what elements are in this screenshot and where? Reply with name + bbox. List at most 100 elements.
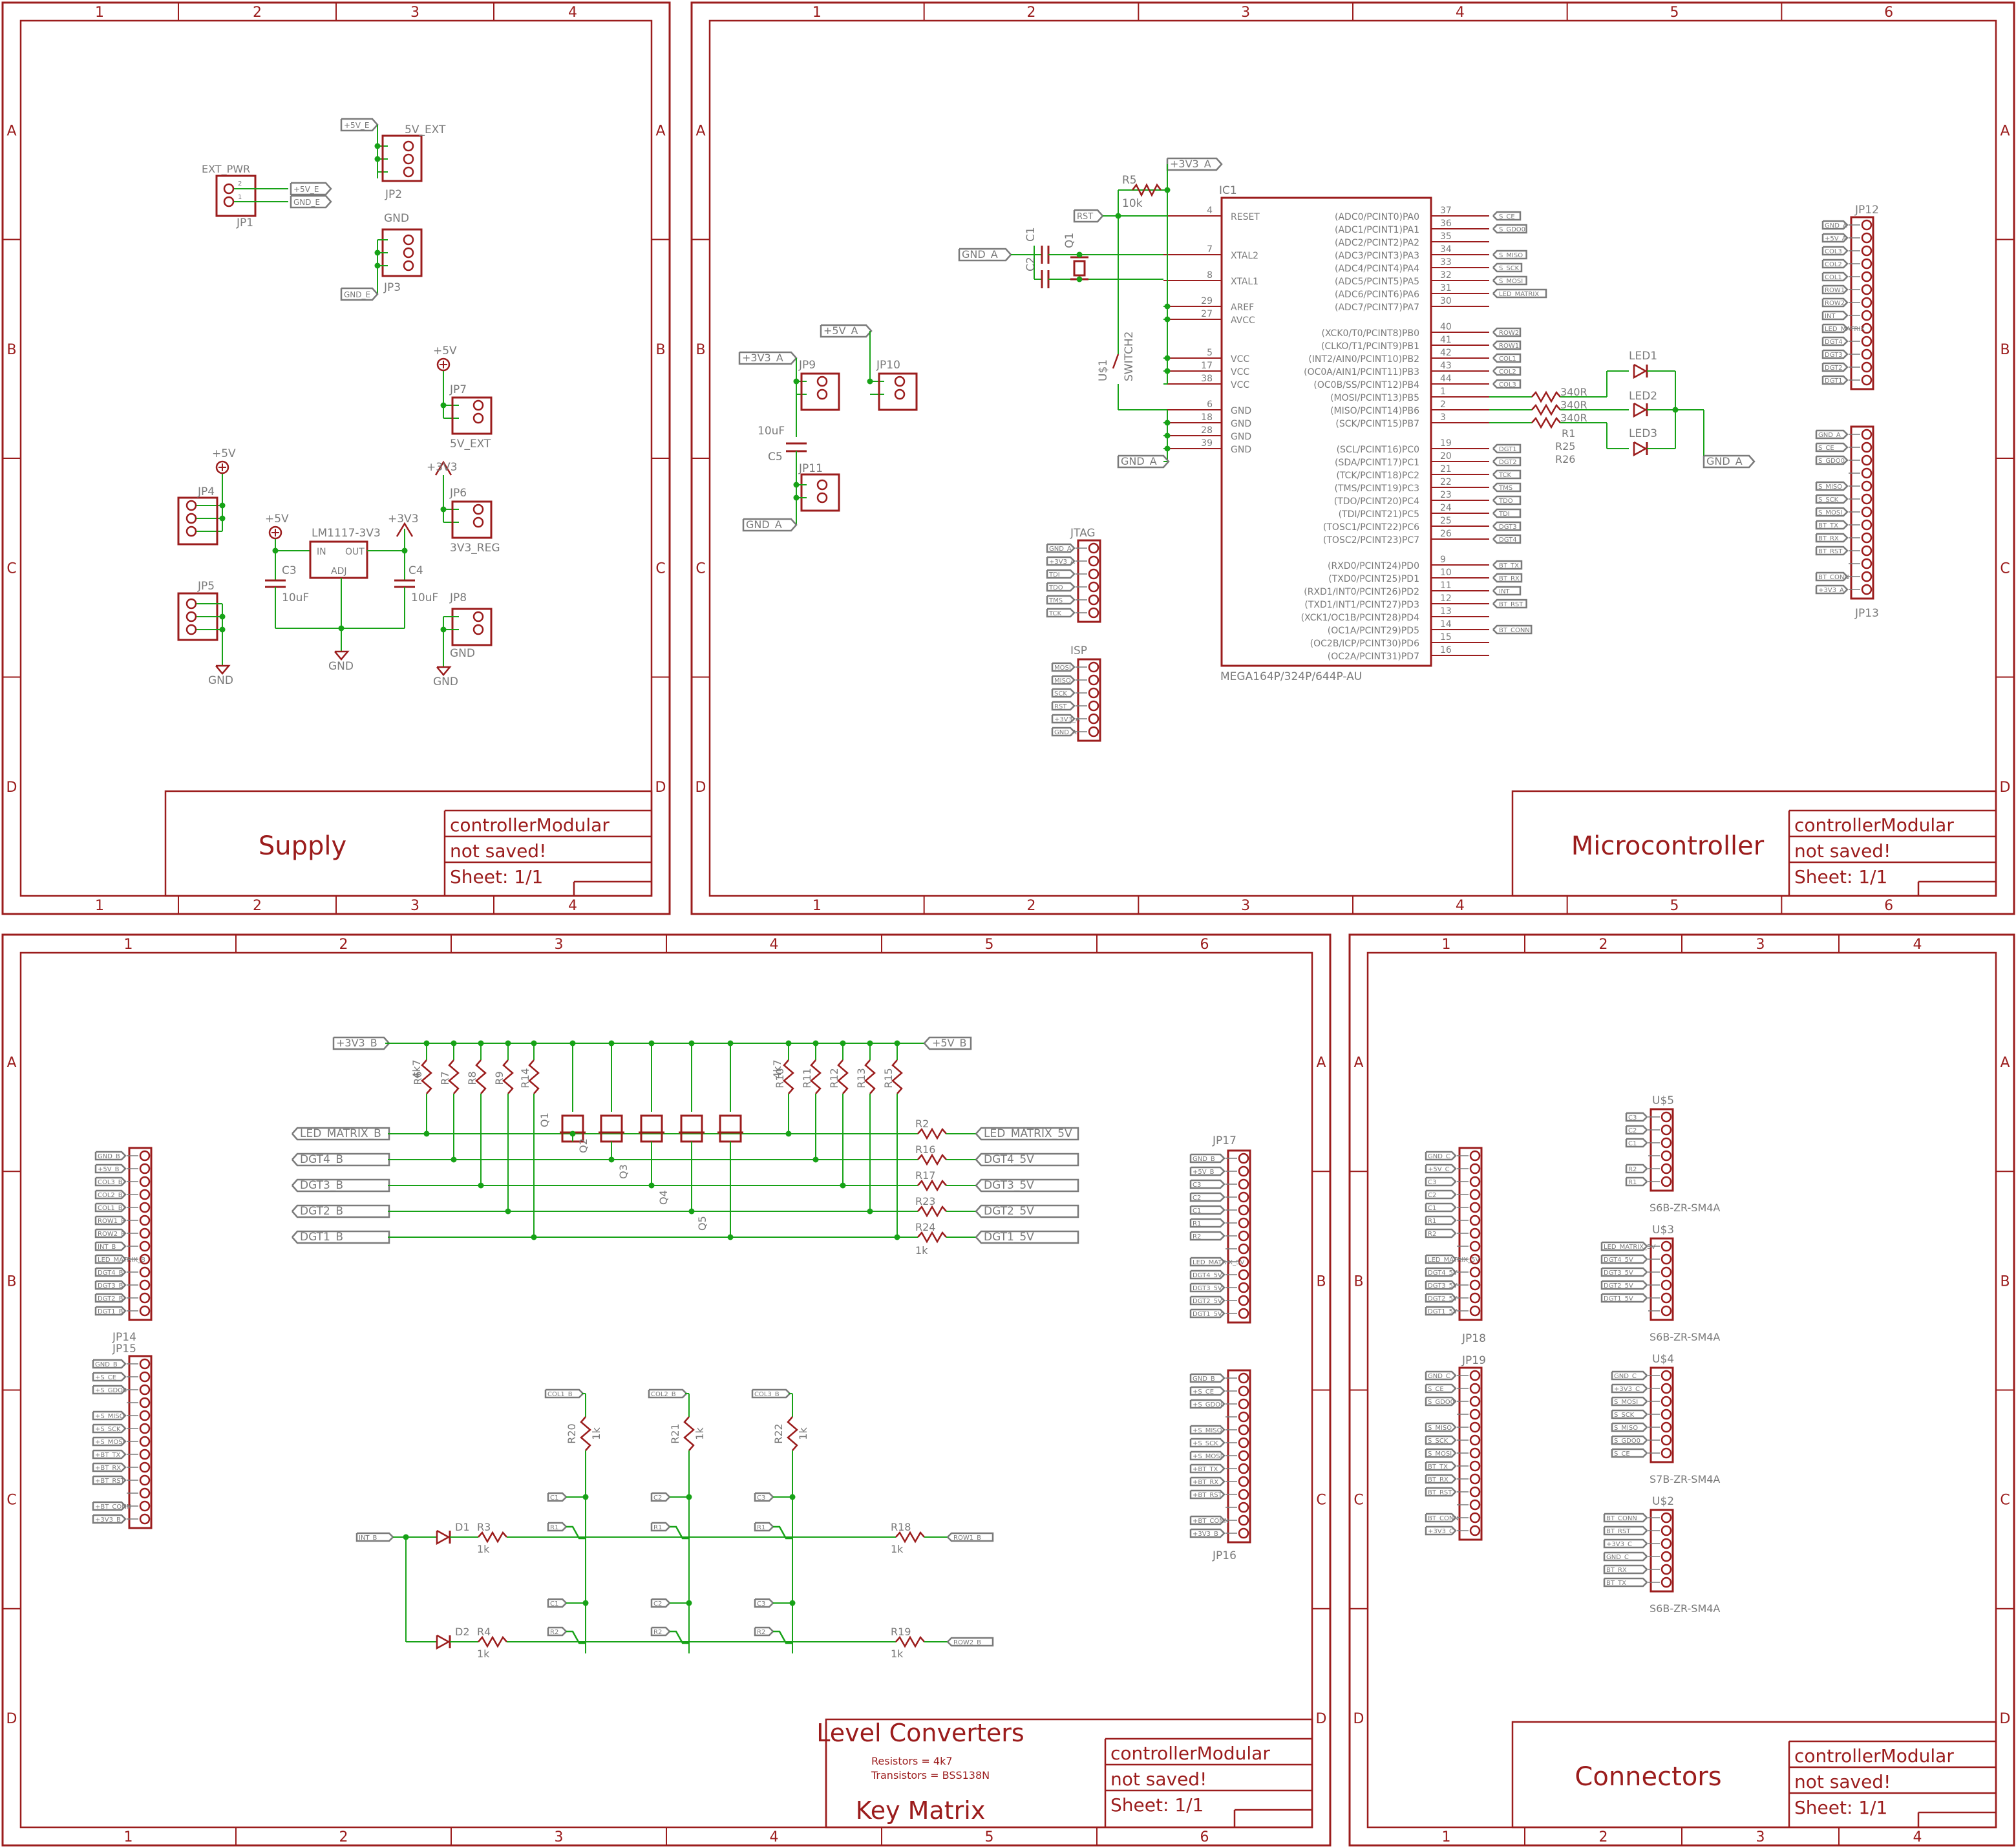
ic-pin-num: 5 [1207, 348, 1213, 358]
header-pin [1661, 1408, 1672, 1420]
junction-dot [894, 1040, 900, 1046]
net-5v-e-text: +5V_E [293, 185, 319, 194]
net-label-small [1492, 624, 1533, 635]
frame-col-number: 2 [1027, 898, 1036, 914]
header-pin [1661, 1525, 1672, 1536]
label: U$2 [1652, 1495, 1674, 1508]
net-label-small-text: LED_MATRIX [1499, 291, 1539, 298]
header-pin [1088, 607, 1099, 619]
net-label-small-text: C2 [653, 1494, 662, 1502]
net-label-small [94, 1228, 127, 1238]
net-label-small-text: C1 [1628, 1140, 1637, 1147]
net-label-small [1189, 1166, 1226, 1176]
supply-3v3-arrow [434, 460, 452, 476]
net-label-small-text: ROW2_B [98, 1231, 125, 1238]
header-pin [1469, 1460, 1481, 1472]
header-pin [139, 1266, 151, 1278]
label: JP11 [798, 462, 823, 475]
net-label-small-text: C3 [1428, 1179, 1436, 1186]
jp16-header [1227, 1369, 1251, 1544]
net-label-small [1189, 1386, 1226, 1396]
pin-circle [403, 166, 414, 178]
isp-header [1077, 658, 1101, 742]
header-pin [1238, 1527, 1249, 1539]
ic-pin-name: (MOSI/PCINT13)PB5 [1330, 393, 1419, 403]
mcu-ic-body [1220, 196, 1432, 667]
title-note: Transistors = BSS138N [871, 1769, 990, 1781]
label: 1k [891, 1648, 904, 1660]
header-pin [1861, 467, 1873, 479]
frame-col-number: 6 [1884, 898, 1893, 914]
net-label-small-text: C3 [1628, 1114, 1637, 1121]
jp12-header [1850, 216, 1874, 390]
key-switch [773, 1630, 792, 1644]
net-label-small-text: DGT2 [1825, 365, 1843, 372]
net-label-small [94, 1163, 127, 1174]
net-label-small [1492, 327, 1522, 337]
net-label-small [650, 1626, 671, 1637]
header-pin [1661, 1253, 1672, 1265]
header-pin [1238, 1178, 1249, 1190]
net-label-small [1821, 271, 1849, 282]
net-label-small-text: +BT_TX [95, 1452, 120, 1459]
label: LM1117-3V3 [312, 527, 381, 540]
title-save-state: not saved! [1794, 1771, 1891, 1792]
frame-row-letter: A [2000, 123, 2010, 139]
header-pin [1469, 1253, 1481, 1265]
net-label-small [1189, 1373, 1226, 1383]
net-label-small-text: +S_CE [95, 1374, 116, 1381]
label: IN [317, 547, 326, 557]
net-right-text: DGT4_5V [984, 1153, 1034, 1166]
net-label-small-text: DGT1 [1499, 446, 1517, 453]
header-pin [1661, 1124, 1672, 1136]
header-pin [1861, 361, 1873, 373]
frame-row-letter: A [6, 1055, 16, 1071]
ic-pin-name: VCC [1231, 354, 1249, 365]
resistor-col [787, 1416, 798, 1451]
res-ref: R15 [882, 1068, 895, 1088]
label: C3 [282, 564, 297, 577]
label: R24 [915, 1221, 935, 1233]
net-label-small [1046, 556, 1076, 566]
net-label-small-text: R2 [1193, 1233, 1201, 1240]
frame-row-letter: C [6, 1492, 16, 1509]
net-label-small-text: DGT3_5V [1193, 1285, 1222, 1292]
net-label-small [94, 1241, 127, 1251]
header-pin [1661, 1447, 1672, 1459]
net-label-small [1600, 1280, 1648, 1290]
ic-pin-num: 24 [1440, 503, 1452, 513]
net-label-small [94, 1306, 127, 1316]
frame-row-letter: B [655, 342, 665, 358]
frame-row-letter: B [1316, 1273, 1326, 1290]
net-label-small [1625, 1138, 1648, 1148]
ic-pin-num: 9 [1440, 555, 1446, 565]
u3-connector [1650, 1237, 1674, 1321]
net-label-small-text: TDO [1498, 498, 1513, 505]
pin-circle [472, 516, 484, 528]
header-pin [1238, 1204, 1249, 1216]
sheet-title-level: Level Converters [816, 1719, 1024, 1747]
net-label-small [94, 1202, 127, 1213]
resistor-pullup [810, 1059, 822, 1094]
header-pin [1238, 1191, 1249, 1203]
led-diode [1633, 402, 1648, 418]
ic-pin-name: (TCK/PCINT18)PC2 [1336, 471, 1419, 481]
ic-pin-num: 10 [1440, 568, 1452, 578]
net-label-small-text: DGT2_5V [1428, 1295, 1458, 1302]
net-label-small [1189, 1205, 1226, 1215]
mosfet-body [600, 1114, 623, 1143]
label: R5 [1122, 174, 1137, 187]
net-label-small [947, 1637, 994, 1647]
net-label-small-text: +BT_RX [95, 1465, 121, 1472]
resistor-series [917, 1179, 947, 1192]
net-label-small-text: R1 [757, 1524, 765, 1531]
net-right [975, 1230, 1079, 1244]
junction-dot [440, 506, 447, 513]
pin-circle [186, 526, 197, 537]
jtag-header [1077, 539, 1101, 623]
header-pin [1238, 1165, 1249, 1177]
header-pin [1861, 245, 1873, 257]
ic-pin-name: (ADC6/PCINT6)PA6 [1335, 290, 1419, 300]
frame-col-number: 1 [124, 937, 133, 953]
resistor-col [580, 1416, 591, 1451]
